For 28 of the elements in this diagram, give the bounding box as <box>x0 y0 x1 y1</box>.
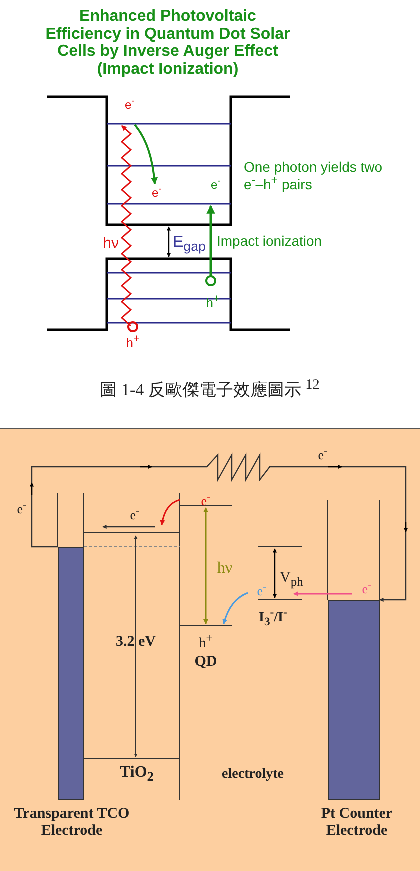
electron-label: e$^{-}$ <box>124 96 136 112</box>
material-label: electrolyte <box>222 767 284 782</box>
note-text: Impact ionization <box>217 234 322 250</box>
voltage-label: V$_{ph}$ <box>280 570 304 590</box>
electrode-bar <box>328 600 380 800</box>
gap-label: E$_{gap}$ <box>173 234 206 255</box>
hole-label: h$^{+}$ <box>126 334 140 351</box>
electron-label: e$^{-}$ <box>201 492 211 509</box>
electron-label: e$^{-}$ <box>130 506 140 523</box>
electron-label: e$^{-}$ <box>362 580 372 597</box>
redox-label: I$_{3}$$^{-}$/I$^{-}$ <box>259 607 288 630</box>
material-label: TiO$_{2}$ <box>120 764 154 785</box>
electrode-bar <box>58 547 84 800</box>
electron-label: e$^{-}$ <box>152 184 162 200</box>
photon-label: hν <box>103 236 119 252</box>
electron-label: e$^{-}$ <box>17 500 27 517</box>
energy-label: 3.2 eV <box>116 634 156 650</box>
caption: 圖 1-4 反歐傑電子效應圖示 $^{12}$ <box>100 378 320 400</box>
electron-label: e$^{-}$ <box>210 176 222 192</box>
note-text: One photon yields two e$^{-}$–h$^{+}$ pairs <box>244 160 384 194</box>
hole-label: h$^{+}$ <box>199 633 213 652</box>
title: Enhanced Photovoltaic Efficiency in Quantum Dot Solar Cells by Inverse Auger Effect (Impact Ionization) <box>44 8 292 78</box>
electrode-label: Pt Counter Electrode <box>320 806 394 839</box>
electron-label: e$^{-}$ <box>257 582 267 599</box>
electrode-label: Transparent TCO Electrode <box>13 806 131 839</box>
photon-label: hν <box>217 560 233 578</box>
material-label: QD <box>194 654 218 670</box>
edge-label: e$^{-}$ <box>318 446 328 463</box>
